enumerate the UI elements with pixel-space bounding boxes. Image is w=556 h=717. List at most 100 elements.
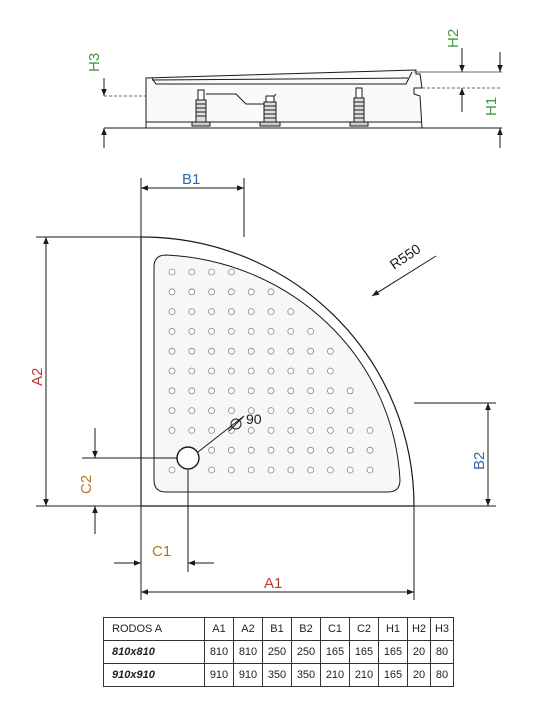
table-cell: 350	[291, 663, 321, 687]
anti-slip-dot	[227, 347, 235, 355]
adjustable-legs	[191, 87, 369, 127]
anti-slip-dot	[307, 367, 315, 375]
header-h2: H2	[407, 617, 431, 641]
header-b1: B1	[262, 617, 292, 641]
anti-slip-dot	[326, 466, 334, 474]
label-b2: B2	[471, 452, 488, 470]
table-cell: 165	[378, 663, 408, 687]
label-drain-diameter: 90	[246, 411, 262, 427]
anti-slip-dot	[208, 308, 216, 316]
label-b1: B1	[182, 171, 200, 188]
anti-slip-dot	[168, 367, 176, 375]
table-cell: 910	[233, 663, 263, 687]
anti-slip-dot	[287, 426, 295, 434]
anti-slip-dot	[208, 288, 216, 296]
anti-slip-dot	[168, 268, 176, 276]
anti-slip-dot	[168, 308, 176, 316]
table-cell: 80	[430, 640, 454, 664]
anti-slip-dot	[247, 308, 255, 316]
anti-slip-dot	[188, 268, 196, 276]
anti-slip-dot	[247, 446, 255, 454]
top-dimensions	[36, 178, 496, 600]
anti-slip-dot	[307, 387, 315, 395]
table-cell: 810	[233, 640, 263, 664]
anti-slip-dot	[287, 367, 295, 375]
anti-slip-dot	[188, 426, 196, 434]
anti-slip-dot	[287, 407, 295, 415]
anti-slip-dot	[267, 446, 275, 454]
table-cell: 210	[349, 663, 379, 687]
anti-slip-dot	[227, 367, 235, 375]
anti-slip-dot	[307, 426, 315, 434]
table-cell: 165	[349, 640, 379, 664]
label-a2: A2	[29, 368, 46, 386]
table-cell: 20	[407, 663, 431, 687]
label-h1: H1	[483, 97, 500, 116]
anti-slip-dot	[346, 446, 354, 454]
anti-slip-dot	[287, 347, 295, 355]
anti-slip-dot	[188, 387, 196, 395]
table-cell: 250	[262, 640, 292, 664]
header-h3: H3	[430, 617, 454, 641]
anti-slip-dot	[168, 327, 176, 335]
table-cell: 810	[204, 640, 234, 664]
anti-slip-dot	[326, 407, 334, 415]
anti-slip-dot	[267, 407, 275, 415]
anti-slip-dot	[346, 387, 354, 395]
label-a1: A1	[264, 575, 282, 592]
anti-slip-dot	[366, 426, 374, 434]
anti-slip-dot	[168, 426, 176, 434]
anti-slip-dot	[346, 466, 354, 474]
table-row: 910x910 910 910 350 350 210 210 165 20 8…	[103, 663, 454, 687]
header-b2: B2	[291, 617, 321, 641]
anti-slip-dot	[247, 367, 255, 375]
table-header-row: RODOS A A1 A2 B1 B2 C1 C2 H1 H2 H3	[103, 617, 454, 641]
label-c1: C1	[152, 543, 171, 560]
anti-slip-dot	[366, 446, 374, 454]
table-cell: 165	[378, 640, 408, 664]
anti-slip-dot	[267, 327, 275, 335]
leg-left	[191, 89, 211, 127]
anti-slip-dot	[366, 466, 374, 474]
anti-slip-dot	[346, 426, 354, 434]
anti-slip-dot	[267, 367, 275, 375]
leg-right	[349, 87, 369, 127]
anti-slip-dot	[208, 327, 216, 335]
anti-slip-dot	[247, 288, 255, 296]
drain-leader	[197, 415, 245, 453]
anti-slip-dot	[247, 466, 255, 474]
table-cell: 165	[320, 640, 350, 664]
anti-slip-dot	[307, 466, 315, 474]
anti-slip-dot	[208, 446, 216, 454]
anti-slip-dot	[267, 426, 275, 434]
anti-slip-dot	[287, 466, 295, 474]
anti-slip-dot	[227, 327, 235, 335]
table-title: RODOS A	[103, 617, 205, 641]
header-c1: C1	[320, 617, 350, 641]
label-c2: C2	[78, 475, 95, 494]
anti-slip-dot	[227, 288, 235, 296]
anti-slip-dot	[247, 407, 255, 415]
radius-leader	[371, 255, 437, 297]
anti-slip-dot	[227, 268, 235, 276]
header-c2: C2	[349, 617, 379, 641]
table-cell: 250	[291, 640, 321, 664]
anti-slip-dot	[188, 288, 196, 296]
leg-drain	[259, 95, 281, 127]
anti-slip-dot	[247, 347, 255, 355]
tray-inner-basin	[153, 254, 401, 493]
drain-hole	[176, 446, 200, 470]
header-h1: H1	[378, 617, 408, 641]
row-model: 910x910	[103, 663, 205, 687]
anti-slip-dot	[346, 407, 354, 415]
label-h2: H2	[445, 29, 462, 48]
anti-slip-dot	[168, 387, 176, 395]
anti-slip-dot	[247, 426, 255, 434]
anti-slip-dot	[188, 308, 196, 316]
anti-slip-dot	[168, 466, 176, 474]
table-cell: 210	[320, 663, 350, 687]
anti-slip-dot	[208, 347, 216, 355]
technical-drawing: H3 H2 H1 B1 A2 B2 C2 C1 A1 R550 90	[29, 29, 503, 600]
anti-slip-dot	[326, 347, 334, 355]
anti-slip-dot	[267, 288, 275, 296]
